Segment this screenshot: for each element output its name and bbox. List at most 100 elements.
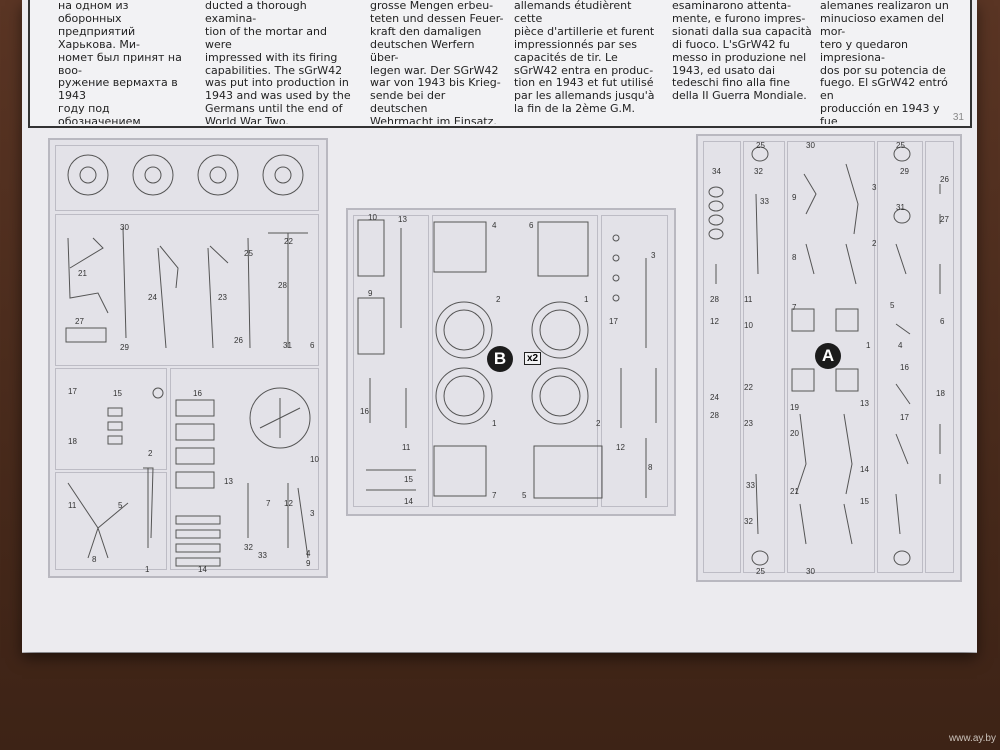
svg-text:14: 14 [404,497,413,506]
svg-text:14: 14 [198,565,207,574]
svg-text:18: 18 [936,389,945,398]
svg-text:5: 5 [890,301,895,310]
wheel-cell [432,215,598,507]
rod-cell [353,215,429,507]
page-number: 31 [952,112,964,123]
svg-text:12: 12 [616,443,625,452]
svg-text:32: 32 [244,543,253,552]
sprue-a-badge: A [815,343,841,369]
svg-text:2: 2 [496,295,501,304]
svg-text:12: 12 [284,499,293,508]
svg-text:29: 29 [120,343,129,352]
svg-text:28: 28 [710,295,719,304]
svg-text:23: 23 [218,293,227,302]
svg-text:16: 16 [193,389,202,398]
svg-text:30: 30 [806,567,815,576]
svg-text:19: 19 [790,403,799,412]
svg-text:33: 33 [746,481,755,490]
svg-text:3: 3 [310,509,315,518]
svg-text:28: 28 [710,411,719,420]
svg-text:10: 10 [310,455,319,464]
svg-text:21: 21 [78,269,87,278]
svg-text:26: 26 [940,175,949,184]
svg-text:17: 17 [68,387,77,396]
svg-text:25: 25 [244,249,253,258]
svg-text:2: 2 [148,449,153,458]
svg-text:27: 27 [75,317,84,326]
svg-text:6: 6 [940,317,945,326]
wheel-row [55,145,319,211]
svg-text:17: 17 [609,317,618,326]
history-text-box: на одном из оборонных предприятий Харько… [28,0,972,128]
german-text: grosse Mengen erbeu- teten und dessen Fe… [370,0,504,124]
sprue-b-multiplier: x2 [524,352,542,365]
svg-text:1: 1 [145,565,150,574]
sprue-a [696,134,962,582]
spanish-text: alemanes realizaron un minucioso examen … [820,0,949,124]
watermark: www.ay.by [948,733,996,744]
svg-text:29: 29 [900,167,909,176]
svg-text:3: 3 [651,251,656,260]
ammo-box-cell [170,368,319,570]
svg-text:33: 33 [760,197,769,206]
a-col-5 [925,141,954,573]
svg-text:7: 7 [492,491,497,500]
sprue-b-badge: B [487,346,513,372]
french-text: allemands étudièrent cette pièce d'artil… [514,0,655,116]
svg-text:5: 5 [118,501,123,510]
svg-text:6: 6 [529,221,534,230]
svg-text:20: 20 [790,429,799,438]
svg-text:15: 15 [860,497,869,506]
svg-text:16: 16 [360,407,369,416]
svg-text:9: 9 [368,289,373,298]
svg-text:9: 9 [306,559,311,568]
svg-text:16: 16 [900,363,909,372]
sprue-left [48,138,328,578]
svg-text:32: 32 [744,517,753,526]
svg-text:10: 10 [744,321,753,330]
svg-text:15: 15 [113,389,122,398]
a-col-4 [877,141,923,573]
small-parts-cell [55,368,167,470]
svg-text:13: 13 [224,477,233,486]
svg-text:13: 13 [398,215,407,224]
svg-text:18: 18 [68,437,77,446]
svg-text:25: 25 [756,141,765,150]
russian-text: на одном из оборонных предприятий Харько… [58,0,182,124]
svg-text:14: 14 [860,465,869,474]
svg-text:8: 8 [792,253,797,262]
svg-text:24: 24 [710,393,719,402]
a-col-figures [787,141,875,573]
bipod-cell [55,472,167,570]
svg-text:30: 30 [806,141,815,150]
svg-text:33: 33 [258,551,267,560]
svg-text:15: 15 [404,475,413,484]
a-col-1 [703,141,741,573]
svg-text:30: 30 [120,223,129,232]
svg-text:11: 11 [402,443,411,452]
side-cell [601,215,668,507]
svg-text:1: 1 [584,295,589,304]
svg-text:4: 4 [492,221,497,230]
svg-text:8: 8 [92,555,97,564]
svg-text:5: 5 [522,491,527,500]
svg-text:7: 7 [792,303,797,312]
frame-row [55,214,319,366]
svg-text:4: 4 [306,549,311,558]
svg-text:11: 11 [744,295,753,304]
svg-text:6: 6 [310,341,315,350]
svg-text:13: 13 [860,399,869,408]
italian-text: esaminarono attenta- mente, e furono imp… [672,0,812,103]
svg-text:31: 31 [283,341,292,350]
svg-text:27: 27 [940,215,949,224]
svg-text:17: 17 [900,413,909,422]
svg-text:1: 1 [866,341,871,350]
svg-text:3: 3 [872,183,877,192]
svg-text:1: 1 [492,419,497,428]
svg-text:24: 24 [148,293,157,302]
svg-text:2: 2 [596,419,601,428]
english-text: ducted a thorough examina- tion of the m… [205,0,351,124]
